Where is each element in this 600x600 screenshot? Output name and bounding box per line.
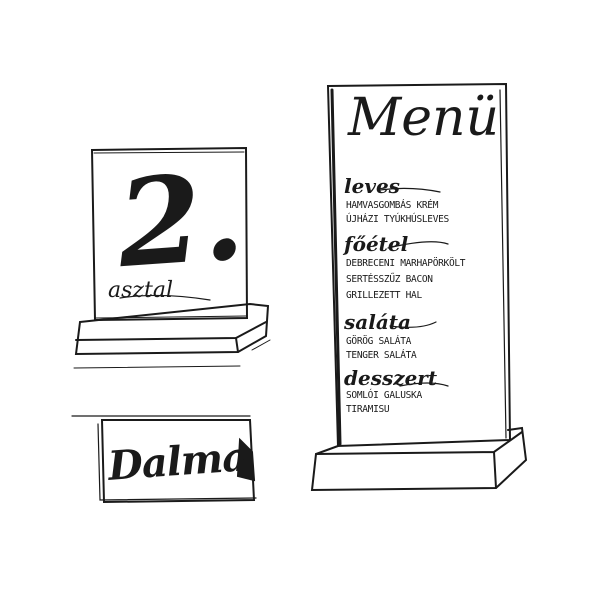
section-heading: desszert xyxy=(344,366,438,390)
table-number-card xyxy=(73,146,271,369)
menu-stand xyxy=(119,82,528,492)
menu-item: Hamvasgombás krém xyxy=(346,200,439,211)
menu-item: Görög saláta xyxy=(346,336,412,347)
section-heading: saláta xyxy=(344,310,411,334)
section-heading: főétel xyxy=(344,232,409,256)
menu-title: Menü xyxy=(348,88,499,148)
menu-item: Újházi tyúkhúsleves xyxy=(346,214,449,225)
menu-item: Debreceni marhapörkölt xyxy=(346,258,466,269)
table-number: 2. xyxy=(113,145,249,296)
place-card xyxy=(71,415,257,504)
table-label: asztal xyxy=(108,278,173,303)
menu-item: Somlói galuska xyxy=(346,390,422,401)
guest-name: Dalma xyxy=(106,433,249,490)
section-heading: leves xyxy=(344,174,400,198)
menu-item: Grillezett hal xyxy=(346,290,422,301)
menu-item: Sertésszűz bacon xyxy=(346,274,433,285)
menu-item: Tenger saláta xyxy=(346,350,417,361)
menu-item: Tiramisu xyxy=(346,404,390,415)
